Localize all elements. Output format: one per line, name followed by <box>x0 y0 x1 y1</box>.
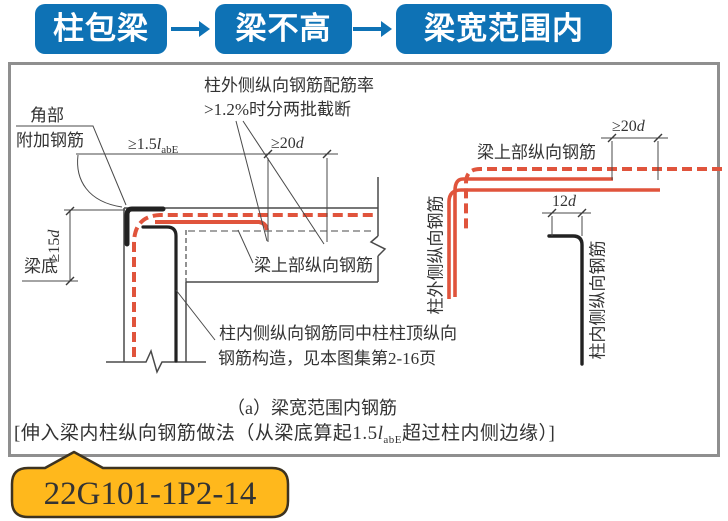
beam-bottom-label: 梁底 <box>24 257 58 276</box>
bottom-note: [伸入梁内柱纵向钢筋做法（从梁底算起1.5labE超过柱内侧边缘）] <box>14 422 555 446</box>
drawing-panel <box>8 62 720 457</box>
arrow-right-icon <box>171 21 210 37</box>
right-detail-rebar <box>447 167 722 366</box>
flow-step-beam-not-high: 梁不高 <box>215 4 352 54</box>
flow-step-within-beam-width: 梁宽范围内 <box>396 4 612 54</box>
column-outer-rebar-long <box>447 188 660 299</box>
dim-20d-right: ≥20d <box>601 118 668 180</box>
callout-text: 22G101-1P2-14 <box>44 476 257 512</box>
beam-top-rebar-dashed <box>464 167 722 233</box>
dim-15d: ≥15d <box>22 206 125 286</box>
dim-labE-20d: ≥1.5labE ≥20d <box>76 135 338 242</box>
column-inner-rebar-right <box>547 234 584 366</box>
top-note-line1: 柱外侧纵向钢筋配筋率 <box>204 76 374 95</box>
top-note-line2: >1.2%时分两批截断 <box>204 100 351 119</box>
corner-additional-rebar <box>124 206 166 247</box>
arrow-right-icon <box>353 21 392 37</box>
dim-12d: 12d <box>542 193 591 236</box>
inner-note: 柱内侧纵向钢筋同中柱柱顶纵向 钢筋构造，见本图集第2-16页 <box>175 289 457 368</box>
dim-15d-text: ≥15d <box>46 229 63 263</box>
column-outer-bars-label: 柱外侧纵向钢筋 <box>427 196 446 315</box>
column-outer-rebar-cutoff <box>155 220 269 231</box>
left-detail-outline <box>106 177 387 375</box>
subtitle: （a）梁宽范围内钢筋 <box>227 398 397 418</box>
inner-note-line2: 钢筋构造，见本图集第2-16页 <box>218 349 436 368</box>
beam-top-bars-left-label: 梁上部纵向钢筋 <box>237 229 373 275</box>
flow-step-column-wraps-beam: 柱包梁 <box>35 4 167 54</box>
top-note: 柱外侧纵向钢筋配筋率 >1.2%时分两批截断 <box>204 76 374 245</box>
inner-note-line1: 柱内侧纵向钢筋同中柱柱顶纵向 <box>219 324 457 343</box>
column-inner-rebar-left <box>141 225 178 363</box>
dim-12d-text: 12d <box>552 193 577 210</box>
callout-badge: 22G101-1P2-14 <box>10 450 290 519</box>
corner-label-line2: 附加钢筋 <box>16 131 84 150</box>
dim-20d-right-text: ≥20d <box>612 118 646 135</box>
column-inner-bars-label: 柱内侧纵向钢筋 <box>589 241 608 360</box>
top-note-leader <box>235 120 325 245</box>
corner-label: 角部 附加钢筋 <box>16 106 127 206</box>
column-outer-rebar-dashed <box>132 213 374 357</box>
dim-20d-left-text: ≥20d <box>271 135 305 152</box>
corner-label-line1: 角部 <box>30 106 64 125</box>
callout-shape <box>10 450 290 519</box>
dim-labE-text: ≥1.5labE <box>128 136 179 156</box>
svg-text:梁上部纵向钢筋: 梁上部纵向钢筋 <box>254 256 373 275</box>
beam-top-bars-right-label: 梁上部纵向钢筋 <box>477 143 596 162</box>
left-detail-rebar <box>124 206 374 363</box>
